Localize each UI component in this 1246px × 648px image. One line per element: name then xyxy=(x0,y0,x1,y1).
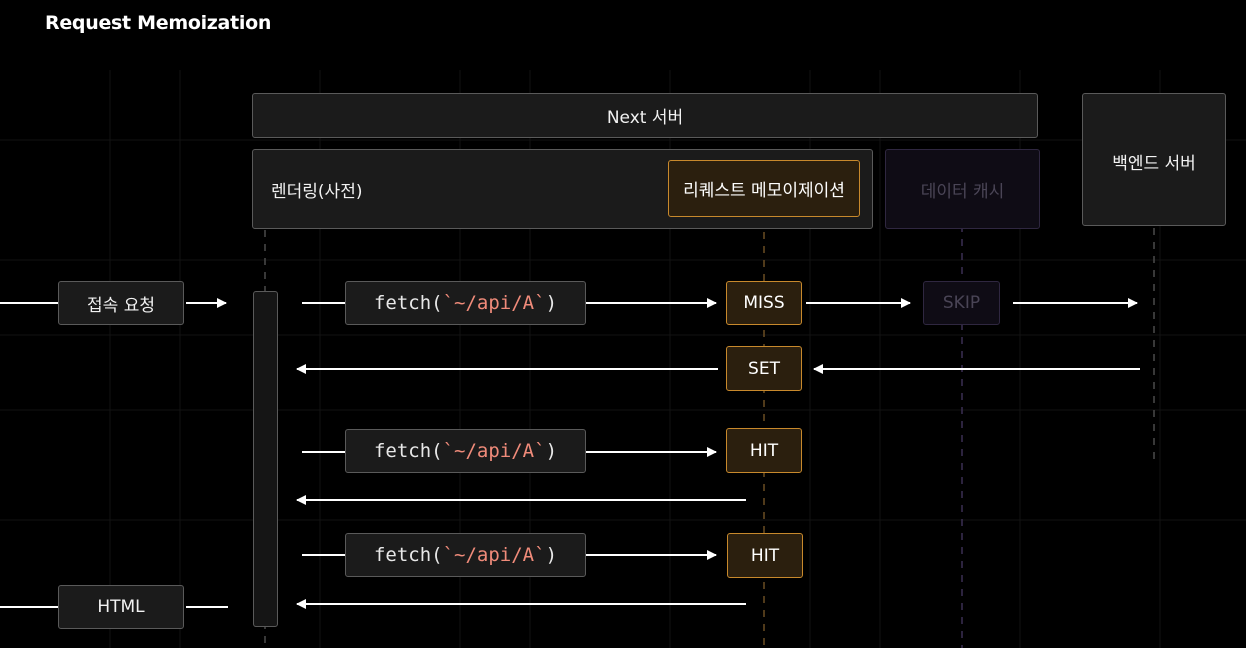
hit-badge-2: HIT xyxy=(727,533,803,578)
memoization-box: 리퀘스트 메모이제이션 xyxy=(668,160,860,217)
next-server-box: Next 서버 xyxy=(252,93,1038,138)
hit-badge-1: HIT xyxy=(726,428,802,473)
request-box: 접속 요청 xyxy=(58,281,184,325)
request-label: 접속 요청 xyxy=(87,295,155,316)
skip-badge: SKIP xyxy=(923,281,1000,325)
render-activation-bar xyxy=(253,291,278,627)
set-badge: SET xyxy=(726,346,802,391)
data-cache-label: 데이터 캐시 xyxy=(920,181,1005,202)
render-label: 렌더링(사전) xyxy=(271,181,363,202)
page-title: Request Memoization xyxy=(45,12,272,34)
fetch-call-2: fetch(`~/api/A`) xyxy=(345,429,586,473)
html-box: HTML xyxy=(58,585,184,629)
miss-badge: MISS xyxy=(726,281,802,325)
backend-server-label: 백엔드 서버 xyxy=(1112,154,1196,174)
data-cache-box: 데이터 캐시 xyxy=(885,149,1040,229)
fetch-call-3: fetch(`~/api/A`) xyxy=(345,533,586,577)
fetch-call-1: fetch(`~/api/A`) xyxy=(345,281,586,325)
html-label: HTML xyxy=(97,597,145,617)
backend-server-box: 백엔드 서버 xyxy=(1082,93,1226,226)
next-server-label: Next 서버 xyxy=(606,108,684,128)
memoization-label: 리퀘스트 메모이제이션 xyxy=(683,181,845,201)
